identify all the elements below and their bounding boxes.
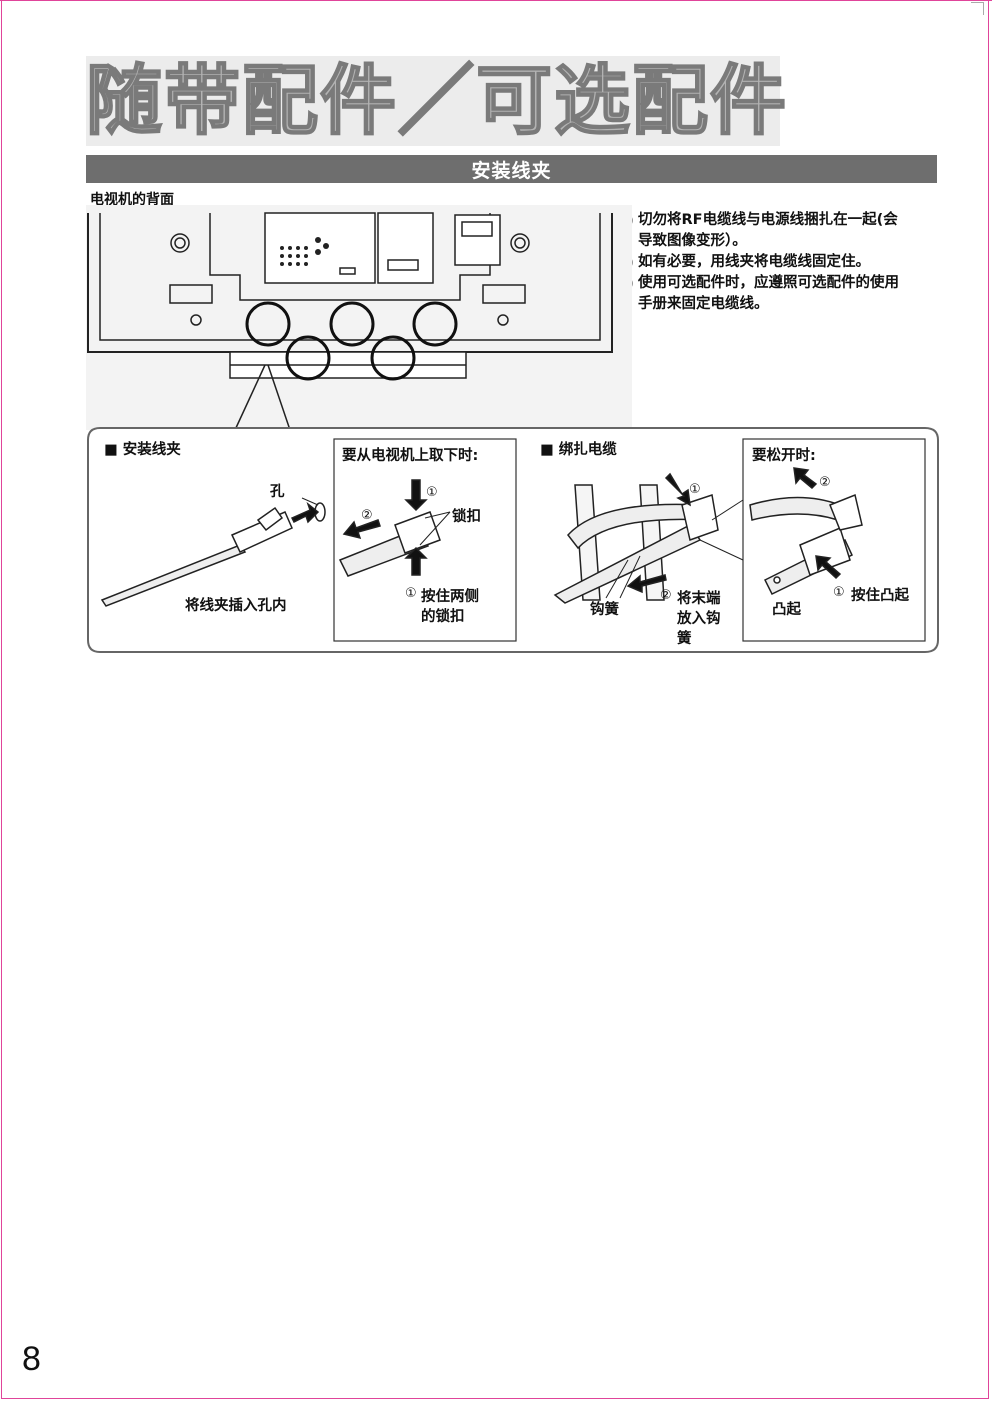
tv-back-label: 电视机的背面 (90, 192, 174, 208)
remove-press-label: 按住两侧 (421, 589, 479, 605)
page-title: 随带配件／可选配件 (85, 55, 788, 146)
loosen-press-label: 按住凸起 (851, 588, 909, 604)
lock-label: 锁扣 (452, 509, 481, 525)
bind-step2-label-cont: 簧 (677, 631, 692, 647)
note-item-continued: 手册来固定电缆线。 (620, 294, 950, 315)
clamp-remove-drawing (338, 479, 451, 577)
section-header: 安装线夹 (86, 155, 937, 183)
notes-list: 切勿将RF电缆线与电源线捆扎在一起(会 导致图像变形）。 如有必要，用线夹将电缆… (620, 210, 950, 315)
install-heading: ■ 安装线夹 (104, 442, 181, 458)
section-header-text: 安装线夹 (471, 159, 552, 182)
cable-loosen-drawing (749, 467, 863, 595)
loosen-step2-marker: ② (819, 475, 831, 490)
remove-step2-marker: ② (361, 508, 373, 523)
bind-step2-marker: ② (660, 588, 672, 603)
hole-label: 孔 (270, 484, 285, 500)
loosen-heading: 要松开时: (752, 448, 816, 464)
remove-press-marker: ① (405, 586, 417, 601)
loosen-press-marker: ① (833, 585, 845, 600)
cable-bind-drawing (553, 472, 744, 604)
bump-label: 凸起 (772, 602, 801, 618)
note-text: 导致图像变形）。 (638, 233, 747, 249)
insert-caption: 将线夹插入孔内 (185, 598, 287, 614)
tv-back-illustration (86, 205, 632, 431)
remove-press-label-cont: 的锁扣 (421, 609, 465, 625)
corner-mark (971, 2, 984, 15)
note-item-continued: 导致图像变形）。 (620, 231, 950, 252)
bind-step2-label: 将末端 (677, 591, 721, 607)
note-text: 使用可选配件时，应遵照可选配件的使用 (638, 275, 899, 291)
cable-clamp-illustration (86, 205, 939, 653)
remove-heading: 要从电视机上取下时: (342, 448, 479, 464)
note-text: 手册来固定电缆线。 (638, 296, 769, 312)
bind-heading: ■ 绑扎电缆 (540, 442, 617, 458)
bind-step1-marker: ① (689, 482, 701, 497)
bind-step2-label-cont: 放入钩 (677, 611, 721, 627)
note-text: 如有必要，用线夹将电缆线固定住。 (638, 254, 870, 270)
hook-label: 钩簧 (590, 602, 619, 618)
page-number: 8 (22, 1340, 41, 1378)
clamp-insert-drawing (100, 497, 326, 607)
page-border-top (0, 0, 992, 1)
note-text: 切勿将RF电缆线与电源线捆扎在一起(会 (638, 212, 898, 228)
remove-step1-marker: ① (426, 485, 438, 500)
